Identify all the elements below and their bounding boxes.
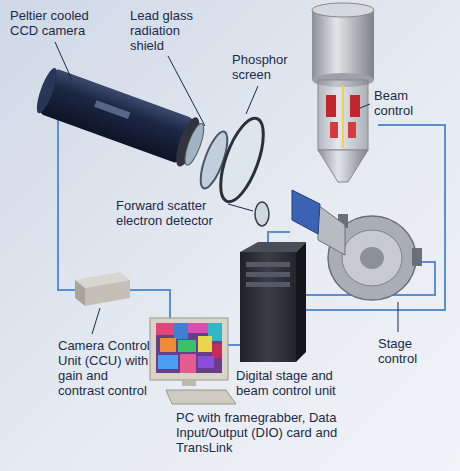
callout-label: Lead glass radiation shield — [130, 8, 206, 53]
callout-label: Stage control — [378, 336, 432, 366]
fsd-detector — [255, 202, 269, 226]
pc-workstation — [150, 318, 236, 404]
ccu-box — [75, 272, 130, 306]
electron-column — [312, 3, 374, 182]
callout-label: Camera Control Unit (CCU) with gain and … — [58, 338, 154, 398]
callout-label: Beam control — [374, 88, 426, 118]
callout-label: Forward scatter electron detector — [116, 198, 232, 228]
control-tower — [240, 242, 306, 362]
callout-label: Phosphor screen — [232, 52, 296, 82]
leader-lines — [55, 42, 398, 334]
ccd-camera — [32, 64, 209, 171]
callout-label: Peltier cooled CCD camera — [10, 8, 106, 38]
phosphor-screen — [212, 113, 272, 207]
specimen-stage — [292, 190, 422, 300]
callout-label: PC with framegrabber, Data Input/Output … — [176, 410, 344, 455]
callout-label: Digital stage and beam control unit — [236, 368, 366, 398]
